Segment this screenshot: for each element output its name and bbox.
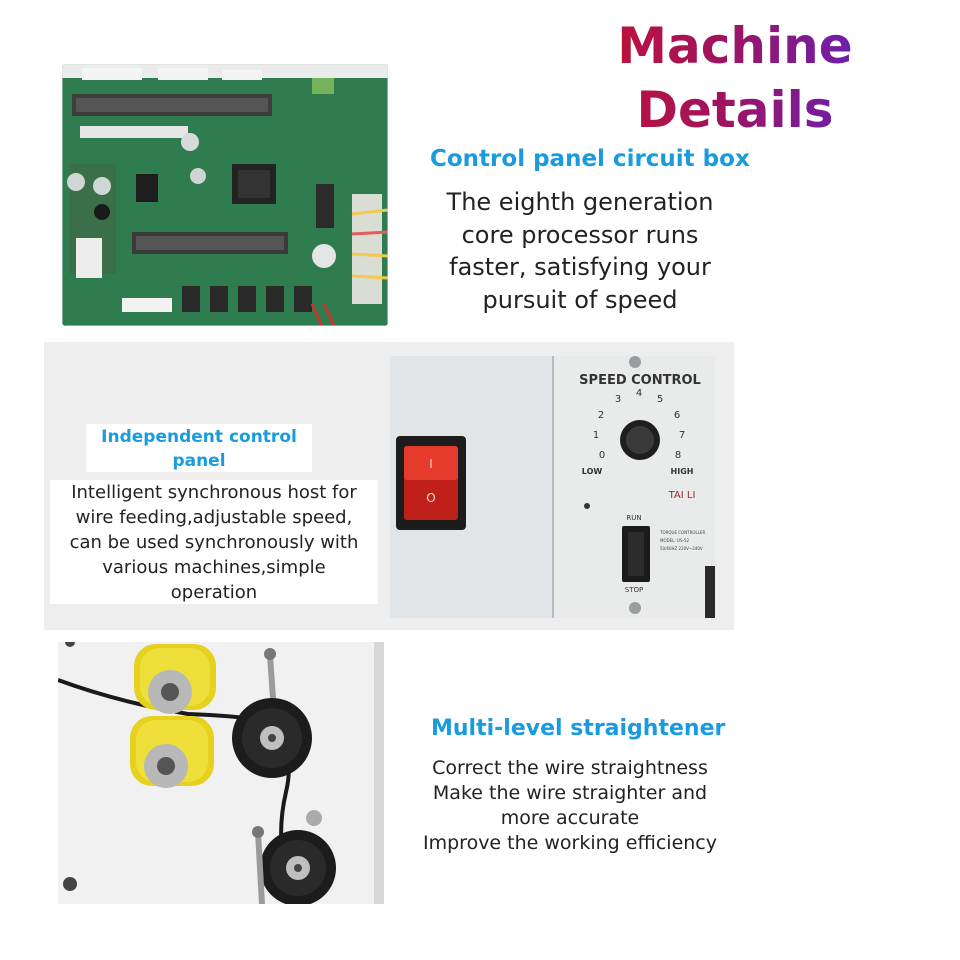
text-line: The eighth generation: [446, 188, 714, 216]
text-line: Make the wire straighter and: [432, 782, 708, 804]
text-line: various machines,simple: [102, 557, 326, 578]
high-label: HIGH: [671, 467, 694, 476]
text-line: pursuit of speed: [482, 285, 678, 314]
rocker-off-label: O: [426, 491, 435, 505]
text-line: faster, satisfying your: [449, 253, 711, 281]
text-line: Correct the wire straightness: [432, 757, 708, 779]
plate-text: TORQUE CONTROLLER: [659, 530, 706, 535]
dial-number: 5: [657, 394, 663, 405]
section-text-straightener: Correct the wire straightness Make the w…: [420, 756, 720, 856]
section-heading-straightener: Multi-level straightener: [431, 716, 726, 741]
plate-text: 50/60HZ 220V~240V: [660, 546, 703, 551]
heading-box: [86, 424, 312, 472]
title-line-1: Machine: [617, 17, 853, 75]
dial-number: 6: [674, 410, 680, 421]
section-text-independent-panel: Intelligent synchronous host for wire fe…: [50, 480, 378, 605]
heading-line: Independent control: [101, 427, 297, 447]
text-line: can be used synchronously with: [69, 532, 359, 553]
text-box: [50, 480, 378, 604]
page-title: Machine Details: [570, 14, 900, 142]
dial-number: 0: [599, 450, 605, 461]
section-heading-control-box: Control panel circuit box: [430, 146, 750, 172]
stop-label: STOP: [625, 586, 643, 594]
section-text-control-box: The eighth generation core processor run…: [420, 186, 740, 316]
heading-line: panel: [172, 451, 226, 471]
plate-text: MODEL: US-52: [660, 538, 690, 543]
text-line: Intelligent synchronous host for: [71, 482, 357, 503]
wire-straightener-photo: [58, 642, 384, 904]
dial-number: 8: [675, 450, 681, 461]
run-label: RUN: [626, 514, 641, 522]
low-label: LOW: [582, 467, 603, 476]
dial-number: 7: [679, 430, 685, 441]
circuit-board-photo: [62, 64, 388, 326]
brand-label: TAI LI: [668, 490, 696, 501]
text-line: Improve the working efficiency: [423, 832, 717, 854]
rocker-on-label: I: [429, 457, 433, 471]
dial-number: 1: [593, 430, 599, 441]
dial-number: 3: [615, 394, 621, 405]
section-heading-independent-panel: Independent control panel: [86, 425, 312, 473]
text-line: core processor runs: [461, 220, 699, 249]
straightener-illustration: [58, 642, 384, 904]
speed-control-illustration: I O SPEED CONTROL 0 1 2 3 4 5 6 7 8 LOW …: [390, 356, 715, 618]
speed-control-label: SPEED CONTROL: [579, 373, 701, 388]
dial-number: 2: [598, 410, 604, 421]
title-line-2: Details: [636, 81, 834, 139]
text-line: more accurate: [500, 807, 640, 829]
speed-control-panel-photo: I O SPEED CONTROL 0 1 2 3 4 5 6 7 8 LOW …: [390, 356, 715, 618]
text-line: operation: [170, 582, 258, 603]
text-line: wire feeding,adjustable speed,: [75, 507, 353, 528]
dial-number: 4: [636, 388, 642, 399]
circuit-board-illustration: [62, 64, 388, 326]
